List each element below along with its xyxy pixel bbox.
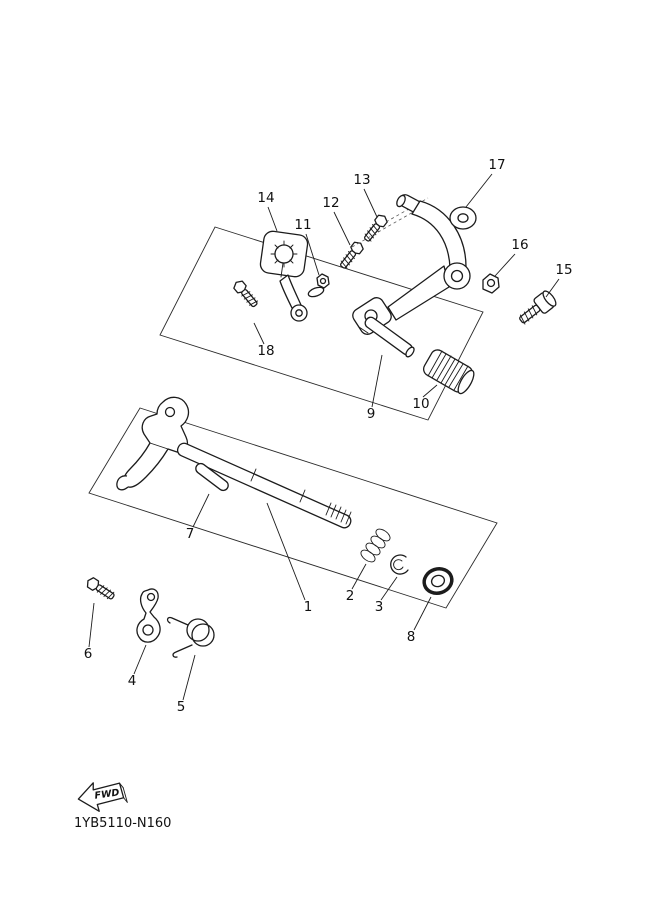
part-number-10: 10 xyxy=(412,396,429,412)
leader-line-17 xyxy=(465,173,493,208)
part-number-5: 5 xyxy=(177,699,186,715)
fwd-direction-arrow: FWD xyxy=(77,782,128,812)
leader-line-9 xyxy=(371,354,383,408)
part-15-bolt xyxy=(519,290,557,325)
leader-line-13 xyxy=(363,188,378,218)
part-5-torsion-spring xyxy=(166,616,215,658)
lower-assembly-box xyxy=(88,407,498,609)
part-number-16: 16 xyxy=(511,237,528,253)
part-17-washer xyxy=(449,206,477,230)
part-number-11: 11 xyxy=(294,217,311,233)
part-number-13: 13 xyxy=(353,172,370,188)
leader-line-11 xyxy=(305,233,320,276)
part-14-shift-pedal xyxy=(259,230,309,322)
part-number-8: 8 xyxy=(407,629,416,645)
part-number-18: 18 xyxy=(257,343,274,359)
part-number-14: 14 xyxy=(257,190,274,206)
leader-line-14 xyxy=(267,206,278,232)
part-2-spring xyxy=(360,528,391,563)
leader-line-8 xyxy=(413,596,432,631)
part-number-1: 1 xyxy=(304,599,313,615)
leader-line-7 xyxy=(192,493,210,528)
part-11-nut xyxy=(307,273,330,298)
leader-line-5 xyxy=(182,654,196,701)
part-4-stopper-lever xyxy=(136,588,161,643)
part-6-bolt xyxy=(84,575,117,603)
part-number-4: 4 xyxy=(128,673,137,689)
part-7-rod xyxy=(195,462,229,492)
leader-line-18 xyxy=(253,322,265,345)
part-number-12: 12 xyxy=(322,195,339,211)
leader-line-4 xyxy=(133,644,147,675)
part-number-17: 17 xyxy=(488,157,505,173)
part-8-oil-seal xyxy=(422,567,454,595)
leader-line-12 xyxy=(333,211,351,246)
leader-line-16 xyxy=(494,253,516,277)
part-9-shaft xyxy=(364,316,415,358)
part-16-nut xyxy=(482,273,500,294)
leader-line-10 xyxy=(422,384,438,398)
part-1-shift-shaft xyxy=(116,396,352,529)
part-number-3: 3 xyxy=(375,599,384,615)
part-18-bolt xyxy=(231,278,261,310)
part-number-9: 9 xyxy=(367,406,376,422)
part-number-2: 2 xyxy=(346,588,355,604)
part-number-7: 7 xyxy=(186,526,195,542)
part-number-6: 6 xyxy=(84,646,93,662)
leader-line-15 xyxy=(545,278,560,298)
part-10-bushing xyxy=(422,349,475,395)
diagram-code: 1YB5110-N160 xyxy=(74,816,171,831)
upper-assembly-box xyxy=(159,226,484,421)
part-number-15: 15 xyxy=(555,262,572,278)
leader-line-2 xyxy=(351,563,367,590)
leader-line-3 xyxy=(380,576,398,601)
fwd-label: FWD xyxy=(94,787,120,801)
leader-line-1 xyxy=(266,502,306,601)
leader-line-6 xyxy=(88,602,95,648)
part-3-circlip xyxy=(390,554,409,575)
part-12-bolt xyxy=(337,239,366,271)
